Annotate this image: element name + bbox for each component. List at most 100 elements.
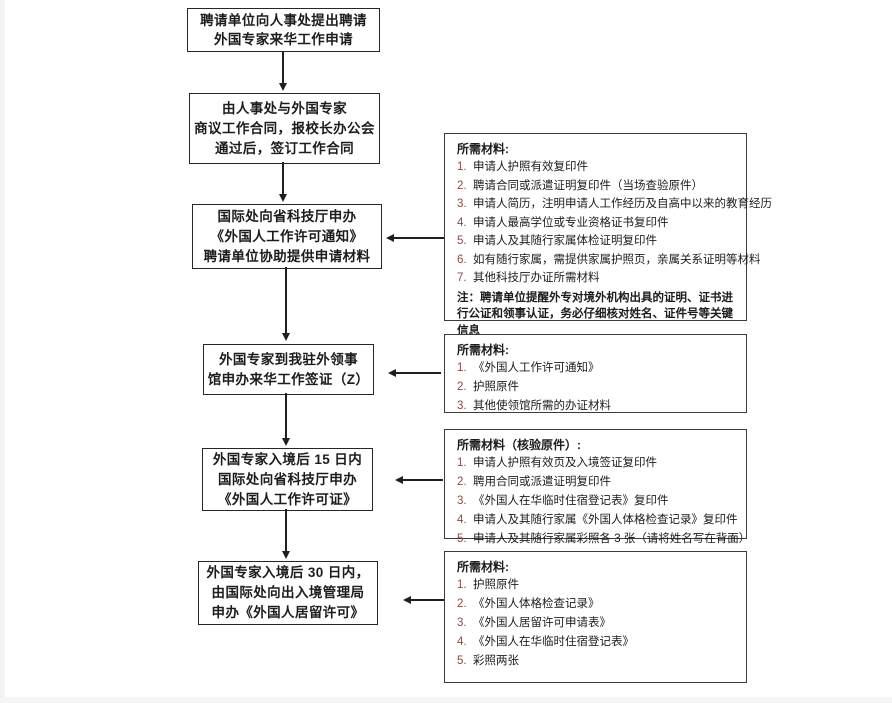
item-text: 其他使领馆所需的办证材料: [473, 400, 611, 412]
flow-step-2-line-1: 由人事处与外国专家: [221, 100, 348, 116]
flow-step-2-box: 由人事处与外国专家 商议工作合同，报校长办公会 通过后，签订工作合同: [189, 93, 380, 164]
arrow-down-2-shaft: [282, 162, 284, 196]
flow-step-3-line-1: 国际处向省科技厅申办: [217, 208, 357, 224]
item-number: 2.: [457, 179, 467, 192]
list-item: 3. 《外国人在华临时住宿登记表》复印件: [457, 492, 736, 511]
flow-step-2-line-3: 通过后，签订工作合同: [215, 140, 354, 156]
arrow-left-1-icon: [386, 234, 394, 242]
list-item: 3.《外国人居留许可申请表》: [457, 614, 736, 633]
item-text: 申请人护照有效页及入境签证复印件: [473, 457, 657, 469]
flow-step-6-line-1: 外国专家入境后 30 日内，: [206, 565, 370, 580]
item-number: 5.: [457, 533, 467, 545]
item-number: 1.: [457, 457, 467, 469]
flow-step-2-line-2: 商议工作合同，报校长办公会: [194, 120, 375, 136]
item-text: 《外国人在华临时住宿登记表》: [473, 636, 634, 648]
arrow-down-5-shaft: [285, 509, 287, 553]
materials-box-1-title: 所需材料:: [457, 142, 509, 156]
list-item: 6. 如有随行家属，需提供家属护照页，亲属关系证明等材料: [457, 251, 761, 270]
arrow-down-3-icon: [282, 333, 290, 341]
flow-step-3-box: 国际处向省科技厅申办 《外国人工作许可通知》 聘请单位协助提供申请材料: [192, 204, 382, 269]
materials-box-4-title: 所需材料:: [457, 560, 509, 574]
item-number: 6.: [457, 253, 467, 266]
item-text: 护照原件: [473, 381, 519, 393]
flow-step-5-box: 外国专家入境后 15 日内 国际处向省科技厅申办 《外国人工作许可证》: [202, 448, 373, 511]
flow-step-6-line-3: 申办《外国人居留许可》: [211, 605, 365, 620]
flow-step-4-line-1: 外国专家到我驻外领事: [219, 351, 358, 367]
item-text: 聘请合同或派遣证明复印件（当场查验原件）: [473, 179, 703, 192]
flow-step-4-box: 外国专家到我驻外领事 馆申办来华工作签证（Z）: [203, 344, 374, 395]
arrow-left-3-shaft: [403, 479, 443, 481]
item-number: 3.: [457, 495, 467, 507]
item-text: 申请人护照有效复印件: [473, 161, 588, 173]
list-item: 1. 申请人护照有效页及入境签证复印件: [457, 454, 736, 473]
list-item: 5. 彩照两张: [457, 652, 736, 671]
page-edge-left: [0, 0, 5, 703]
list-item: 3. 申请人简历，注明申请人工作经历及自高中以来的教育经历: [457, 195, 772, 214]
item-number: 4.: [457, 514, 467, 526]
item-number: 5.: [457, 655, 467, 667]
list-item: 5. 申请人及其随行家属彩照各 3 张（请将姓名写在背面）: [457, 530, 750, 549]
item-text: 申请人及其随行家属彩照各 3 张（请将姓名写在背面）: [473, 533, 751, 545]
materials-box-1: 所需材料: 1. 申请人护照有效复印件 2. 聘请合同或派遣证明复印件（当场查验原件…: [444, 133, 772, 337]
flow-step-1-line-2: 外国专家来华工作申请: [214, 32, 353, 47]
list-item: 2.护照原件: [457, 378, 736, 397]
item-text: 申请人最高学位或专业资格证书复印件: [473, 216, 669, 229]
flow-step-1-box: 聘请单位向人事处提出聘请 外国专家来华工作申请: [187, 8, 380, 52]
item-text: 护照原件: [473, 579, 519, 591]
item-text: 《外国人居留许可申请表》: [473, 617, 611, 629]
list-item: 3. 其他使领馆所需的办证材料: [457, 397, 736, 416]
arrow-down-2-icon: [279, 194, 287, 202]
item-text: 如有随行家属，需提供家属护照页，亲属关系证明等材料: [473, 253, 761, 266]
flow-step-3-line-3: 聘请单位协助提供申请材料: [203, 248, 371, 264]
materials-box-3: 所需材料（核验原件）: 1. 申请人护照有效页及入境签证复印件 2. 聘用合同或派遣…: [444, 429, 750, 545]
arrow-left-3-icon: [395, 476, 403, 484]
flow-step-1-line-1: 聘请单位向人事处提出聘请: [200, 13, 367, 28]
arrow-down-1-shaft: [282, 51, 284, 85]
item-number: 2.: [457, 476, 467, 488]
flow-step-4-line-2: 馆申办来华工作签证（Z）: [207, 371, 370, 387]
materials-box-3-title: 所需材料（核验原件）:: [457, 438, 581, 452]
materials-box-4: 所需材料: 1. 护照原件 2. 《外国人体格检查记录》 3.《外国人居留许可申请表…: [444, 551, 747, 683]
flow-step-5-line-1: 外国专家入境后 15 日内: [212, 451, 363, 467]
item-number: 5.: [457, 235, 467, 247]
item-text: 《外国人在华临时住宿登记表》复印件: [473, 495, 669, 507]
list-item: 5. 申请人及其随行家属体检证明复印件: [457, 232, 736, 251]
item-text: 《外国人工作许可通知》: [473, 362, 600, 374]
arrow-left-1-shaft: [394, 237, 444, 239]
item-number: 1.: [457, 161, 467, 173]
arrow-down-3-shaft: [285, 267, 287, 335]
item-text: 《外国人体格检查记录》: [473, 598, 600, 610]
arrow-down-5-icon: [282, 551, 290, 559]
arrow-left-4-icon: [403, 596, 411, 604]
flow-step-5-line-3: 《外国人工作许可证》: [218, 491, 357, 507]
list-item: 4. 《外国人在华临时住宿登记表》: [457, 633, 736, 652]
list-item: 1. 《外国人工作许可通知》: [457, 359, 736, 378]
materials-box-2-title: 所需材料:: [457, 343, 509, 357]
list-item: 1. 申请人护照有效复印件: [457, 158, 736, 177]
item-number: 1.: [457, 579, 467, 591]
item-text: 彩照两张: [473, 655, 519, 667]
item-text: 申请人及其随行家属体检证明复印件: [473, 235, 657, 247]
arrow-left-2-shaft: [396, 372, 441, 374]
list-item: 2. 聘请合同或派遣证明复印件（当场查验原件）: [457, 177, 736, 196]
flow-step-3-line-2: 《外国人工作许可通知》: [210, 228, 364, 244]
flow-step-5-line-2: 国际处向省科技厅申办: [218, 471, 357, 487]
item-text: 聘用合同或派遣证明复印件: [473, 476, 611, 488]
list-item: 4.申请人及其随行家属《外国人体格检查记录》复印件: [457, 511, 738, 530]
arrow-left-2-icon: [388, 369, 396, 377]
list-item: 2. 《外国人体格检查记录》: [457, 595, 736, 614]
arrow-down-4-shaft: [285, 393, 287, 440]
item-number: 3.: [457, 400, 467, 412]
item-number: 2.: [457, 598, 467, 610]
list-item: 4.申请人最高学位或专业资格证书复印件: [457, 214, 736, 233]
arrow-down-1-icon: [279, 83, 287, 91]
list-item: 7.其他科技厅办证所需材料: [457, 269, 736, 288]
item-number: 3.: [457, 198, 467, 210]
arrow-down-4-icon: [282, 438, 290, 446]
list-item: 2. 聘用合同或派遣证明复印件: [457, 473, 736, 492]
item-number: 1.: [457, 362, 467, 374]
item-number: 4.: [457, 636, 467, 648]
item-text: 申请人简历，注明申请人工作经历及自高中以来的教育经历: [473, 198, 772, 210]
arrow-left-4-shaft: [411, 599, 444, 601]
